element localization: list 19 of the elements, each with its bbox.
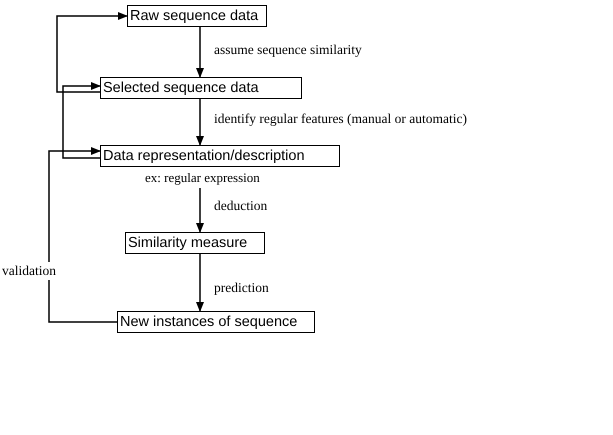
box-label: Selected sequence data — [103, 80, 259, 96]
process-box — [100, 145, 340, 167]
box-label: Similarity measure — [128, 236, 248, 250]
arrow — [62, 82, 101, 159]
arrow — [48, 147, 117, 323]
arrow — [56, 12, 128, 93]
edge-label: validation — [2, 262, 56, 280]
box-label: Raw sequence data — [130, 8, 258, 24]
arrow — [196, 188, 204, 233]
box-label: Data representation/description — [103, 148, 305, 164]
process-box — [117, 311, 315, 333]
process-box — [100, 77, 302, 99]
box-label: New instances of sequence — [120, 314, 298, 330]
note-text: ex: regular expression — [145, 171, 260, 184]
arrow — [196, 99, 204, 146]
arrow — [196, 27, 204, 78]
process-box — [127, 5, 267, 27]
process-box — [125, 232, 265, 254]
arrow — [196, 254, 204, 312]
